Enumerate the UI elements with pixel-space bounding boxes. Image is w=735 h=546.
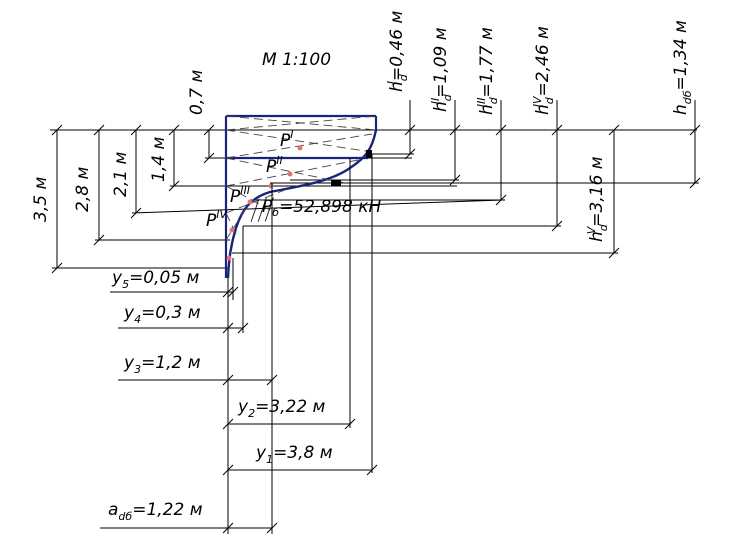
- dim-label-2-1: 2,1 м: [111, 152, 131, 197]
- hd2-label: hdII=1,09 м: [429, 27, 454, 112]
- y5-label: y5=0,05 м: [111, 268, 200, 291]
- scale-label: M 1:100: [262, 50, 331, 70]
- hd-dimension-lines: [232, 100, 701, 259]
- a6-label: adб=1,22 м: [108, 500, 203, 523]
- hd4-label: hdIV=2,46 м: [531, 26, 556, 115]
- y3-label: y3=1,2 м: [123, 353, 201, 376]
- point-label-p2: PII: [266, 154, 283, 177]
- force-label: Pб=52,898 кН: [262, 197, 381, 219]
- dim-label-2-8: 2,8 м: [73, 167, 93, 212]
- hd1-label: hdI=0,46 м: [385, 10, 410, 92]
- dim-label-1-4: 1,4 м: [149, 137, 169, 182]
- dim-label-0-7: 0,7 м: [187, 70, 207, 115]
- point-label-p1: PI: [280, 128, 294, 151]
- hd6-label: hdб=1,34 м: [671, 20, 694, 115]
- y1-label: y1=3,8 м: [255, 443, 333, 466]
- point-label-p3: PIII: [230, 184, 250, 207]
- y2-label: y2=3,22 м: [237, 397, 326, 420]
- point-label-p4: PIV: [206, 208, 229, 231]
- y-dimension-lines: [100, 154, 378, 534]
- hd5-label: hdV=3,16 м: [585, 156, 610, 242]
- hd3-label: hdIII=1,77 м: [475, 27, 500, 115]
- level-2-1: [131, 199, 504, 214]
- dim-label-3-5: 3,5 м: [31, 177, 51, 222]
- pressure-curve: [226, 129, 378, 279]
- y4-label: y4=0,3 м: [123, 303, 201, 326]
